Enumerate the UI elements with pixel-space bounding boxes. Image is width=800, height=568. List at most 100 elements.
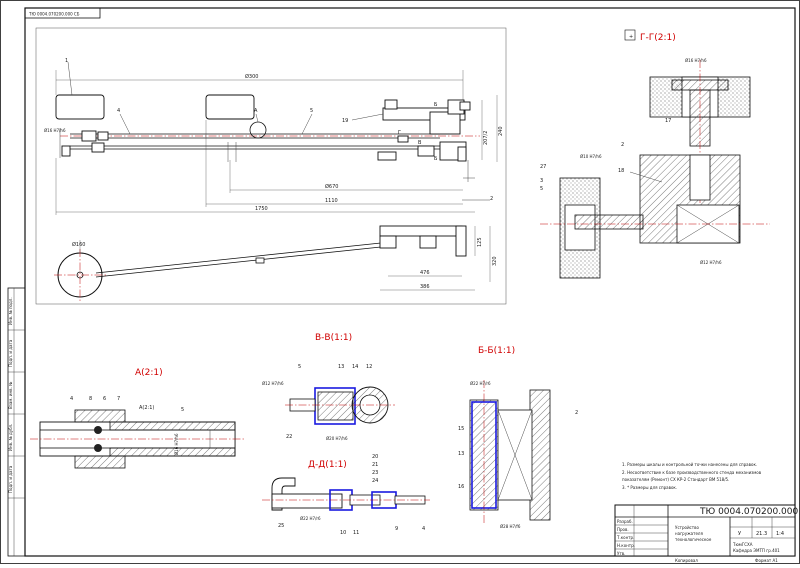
detail-a-title: А(2:1) xyxy=(135,368,163,378)
side-stamp-3: Инв. № дубл. xyxy=(8,424,13,451)
dim-g-10: Ø10 H7/h6 xyxy=(580,154,602,159)
title-block: ТЮ 0004.070200.000 СБ Устройство нагружа… xyxy=(614,504,800,557)
pos-2-b: 2 xyxy=(575,410,578,416)
view-vv: В-В(1:1) 5 13 14 12 22 Ø20 H7/h6 Ø12 H7/… xyxy=(262,333,395,441)
dim-300: Ø300 xyxy=(245,73,258,80)
title-row-tkontr: Т.контр. xyxy=(616,535,634,540)
dim-a-16: Ø16 H7/h6 xyxy=(174,433,179,455)
title-mass: 21.3 xyxy=(756,531,767,537)
dim-1750: 1750 xyxy=(255,206,268,212)
pos-3-g: 3 xyxy=(540,178,543,184)
pos-6-a: 6 xyxy=(103,396,106,402)
dim-386: 386 xyxy=(420,284,430,290)
pos-5-v: 5 xyxy=(298,364,301,370)
pos-19: 19 xyxy=(342,118,348,124)
pos-8-a: 8 xyxy=(89,396,92,402)
pos-7-a: 7 xyxy=(117,396,120,402)
dim-16-left: Ø16 H7/h6 xyxy=(44,128,66,133)
dim-v-20: Ø20 H7/h6 xyxy=(326,436,348,441)
pos-5: 5 xyxy=(310,108,313,114)
pos-23-d: 23 xyxy=(372,470,378,476)
pos-14-v: 14 xyxy=(352,364,358,370)
title-name-3: технологическое xyxy=(675,537,712,542)
view-bb: Б-Б(1:1) Ø22 H7/r6 15 13 16 2 Ø28 H7/f6 xyxy=(458,346,578,529)
detail-a: А(2:1) А(2:1) 4 8 6 7 5 Ø16 H7/h6 xyxy=(30,368,245,469)
dim-b-22: Ø22 H7/r6 xyxy=(470,381,491,386)
dim-240: 240 xyxy=(498,126,504,136)
title-scale: 1:4 xyxy=(776,531,784,537)
pos-16-b: 16 xyxy=(458,484,464,490)
dim-207: 207/2 xyxy=(483,131,489,145)
title-row-prov: Пров. xyxy=(617,527,629,532)
note-4: 3. * Размеры для справок. xyxy=(622,485,677,490)
pos-4: 4 xyxy=(117,108,120,114)
cup-middle xyxy=(205,94,255,120)
detail-a-subtitle: А(2:1) xyxy=(139,405,154,411)
dim-670: Ø670 xyxy=(325,183,338,190)
pos-24-d: 24 xyxy=(372,478,378,484)
cup-left xyxy=(55,94,105,120)
pos-15-b: 15 xyxy=(458,426,464,432)
title-name-2: нагружателя xyxy=(675,531,703,536)
dim-320: 320 xyxy=(492,256,498,266)
svg-text:+: + xyxy=(629,34,633,40)
pos-5-a: 5 xyxy=(181,407,184,413)
pos-10-d: 10 xyxy=(340,530,346,536)
side-stamp-4: Подп. и дата xyxy=(8,465,13,493)
frame-plan xyxy=(379,225,463,237)
side-stamp-1: Подп. и дата xyxy=(8,339,13,367)
dim-d-22: Ø22 H7/r6 xyxy=(300,516,321,521)
dim-b-28: Ø28 H7/f6 xyxy=(500,524,521,529)
title-lit: У xyxy=(738,531,741,537)
pos-1: 1 xyxy=(65,58,68,64)
pos-22-v: 22 xyxy=(286,434,292,440)
dim-125: 125 xyxy=(477,237,483,247)
pos-25-d: 25 xyxy=(278,523,284,529)
plan-label-b2: Б xyxy=(434,156,438,162)
dim-g-14: Ø12 H7/h6 xyxy=(700,260,722,265)
top-stamp-text: ТЮ 0004.070200.000 СБ xyxy=(28,12,80,17)
footer-right: Формат А1 xyxy=(755,558,778,563)
plan-label-b1: Б xyxy=(434,102,438,108)
title-name-1: Устройство xyxy=(675,525,699,530)
plan-view: Ø160 2 476 386 125 320 xyxy=(54,196,498,301)
inner-frame xyxy=(24,7,796,557)
pos-2: 2 xyxy=(490,196,493,202)
title-org-2: Кафедра ЭМТП гр.401 xyxy=(733,548,780,553)
pos-4-a: 4 xyxy=(70,396,73,402)
note-2: 2. Несоответствие к базе производственно… xyxy=(622,470,762,475)
pos-20-d: 20 xyxy=(372,454,378,460)
pos-17: 17 xyxy=(665,118,671,124)
dim-160: Ø160 xyxy=(72,241,85,248)
title-row-nkontr: Н.контр. xyxy=(617,543,635,548)
pos-11-d: 11 xyxy=(353,530,359,536)
detail-a-circle xyxy=(249,121,267,139)
side-stamp-2: Взам. инв. № xyxy=(8,382,13,409)
dim-476: 476 xyxy=(420,270,430,276)
title-org-1: ТюмГСХА xyxy=(732,542,753,547)
note-1: 1. Размеры шкалы и контрольной точки нан… xyxy=(622,462,757,467)
footer-left: Копировал xyxy=(675,558,698,563)
dim-v-12: Ø12 H7/h6 xyxy=(262,381,284,386)
front-view: Ø300 А xyxy=(44,58,504,215)
pos-27-g: 27 xyxy=(540,164,546,170)
view-bb-title: Б-Б(1:1) xyxy=(478,346,515,356)
view-gg-title: Г-Г(2:1) xyxy=(640,33,676,43)
view-dd: Д-Д(1:1) 20 21 23 24 25 10 11 9 4 Ø22 H7… xyxy=(262,454,430,536)
main-view-frame xyxy=(35,27,507,305)
plan-label-g: Г xyxy=(398,130,401,136)
top-stamp: ТЮ 0004.070200.000 СБ xyxy=(24,7,101,19)
view-vv-title: В-В(1:1) xyxy=(315,333,352,343)
pos-12-v: 12 xyxy=(366,364,372,370)
pos-13-b: 13 xyxy=(458,451,464,457)
note-3: показателям (Ремонт) СХ КР-2 Стандарт ВМ… xyxy=(622,477,729,482)
title-row-razrab: Разраб. xyxy=(617,519,633,524)
title-code: ТЮ 0004.070200.000 СБ xyxy=(699,507,800,517)
side-stamp-0: Инв. № подл. xyxy=(8,297,13,325)
view-gg: + Г-Г(2:1) Ø16 H7/h6 17 2 18 27 3 5 Ø10 … xyxy=(540,29,770,279)
pos-4-d: 4 xyxy=(422,526,425,532)
pos-18: 18 xyxy=(618,168,624,174)
plan-label-v: В xyxy=(418,140,422,146)
